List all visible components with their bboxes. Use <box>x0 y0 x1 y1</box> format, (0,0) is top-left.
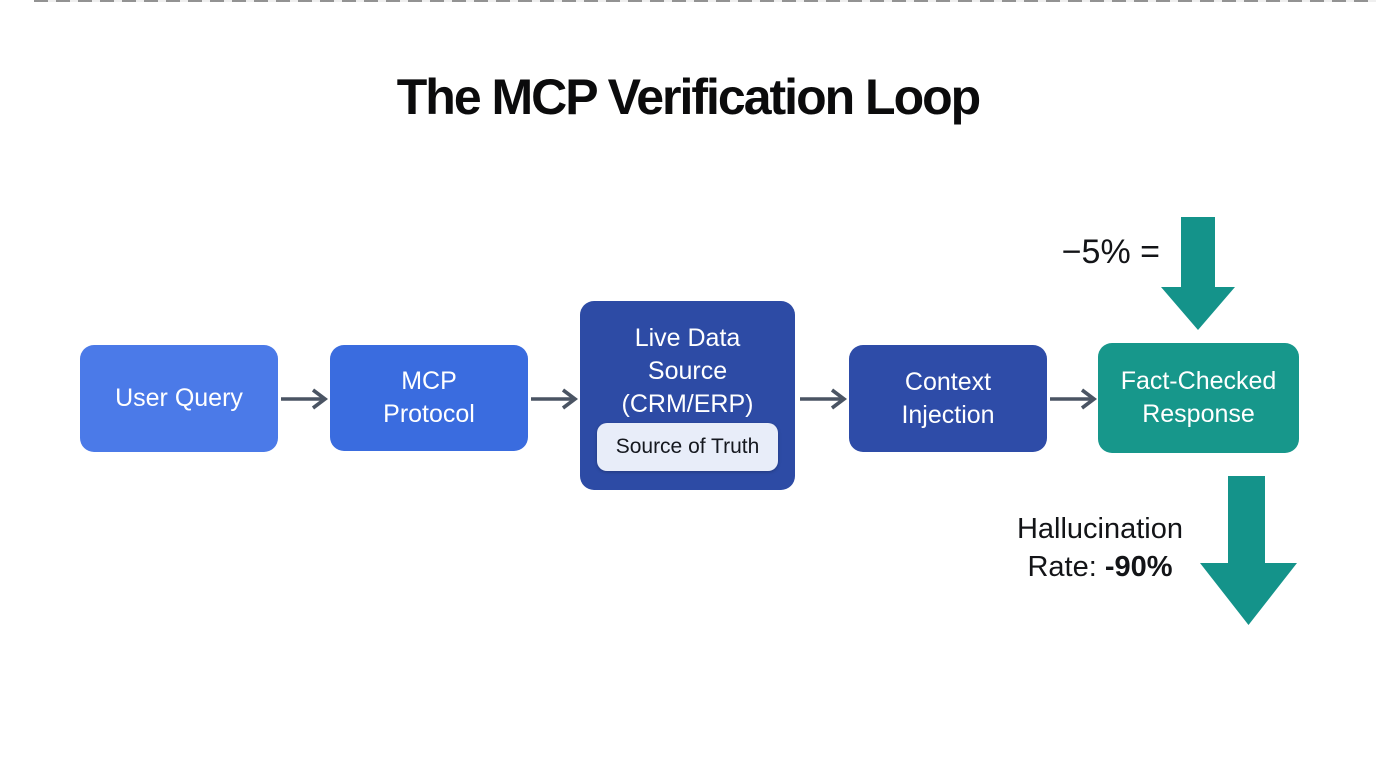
flow-box-label: Fact-Checked Response <box>1120 367 1277 428</box>
flow-box-label: Context Injection <box>901 367 995 429</box>
hallucination-rate-label: Hallucination Rate: -90% <box>978 511 1222 586</box>
right-arrow-icon <box>281 388 328 410</box>
source-of-truth-label: Source of Truth <box>615 435 760 459</box>
flow-box-fact-checked-response: Fact-Checked Response <box>1098 343 1299 453</box>
flow-box-label: MCP Protocol <box>383 367 475 428</box>
down-arrow-icon <box>1200 476 1297 625</box>
flow-box-live-data-source: Live Data Source (CRM/ERP) Source of Tru… <box>580 301 795 490</box>
source-of-truth-badge: Source of Truth <box>597 423 778 471</box>
flow-box-label: User Query <box>115 384 243 412</box>
hallucination-rate-line2: Rate: -90% <box>978 549 1222 587</box>
rate-value: -90% <box>1104 550 1173 583</box>
flow-box-label: Live Data Source (CRM/ERP) <box>621 324 754 418</box>
flow-box-mcp-protocol: MCP Protocol <box>330 345 528 451</box>
right-arrow-icon <box>800 388 847 410</box>
hallucination-rate-line1: Hallucination <box>1016 513 1184 545</box>
right-arrow-icon <box>531 388 578 410</box>
rate-prefix: Rate: <box>1027 550 1105 583</box>
right-arrow-icon <box>1050 388 1097 410</box>
page-title: The MCP Verification Loop <box>396 69 981 125</box>
down-arrow-icon <box>1161 217 1235 330</box>
flow-box-context-injection: Context Injection <box>849 345 1047 452</box>
minus-5-percent-label: −5% = <box>1061 233 1160 271</box>
flow-box-user-query: User Query <box>80 345 278 452</box>
top-edge-artifact <box>34 0 1376 2</box>
